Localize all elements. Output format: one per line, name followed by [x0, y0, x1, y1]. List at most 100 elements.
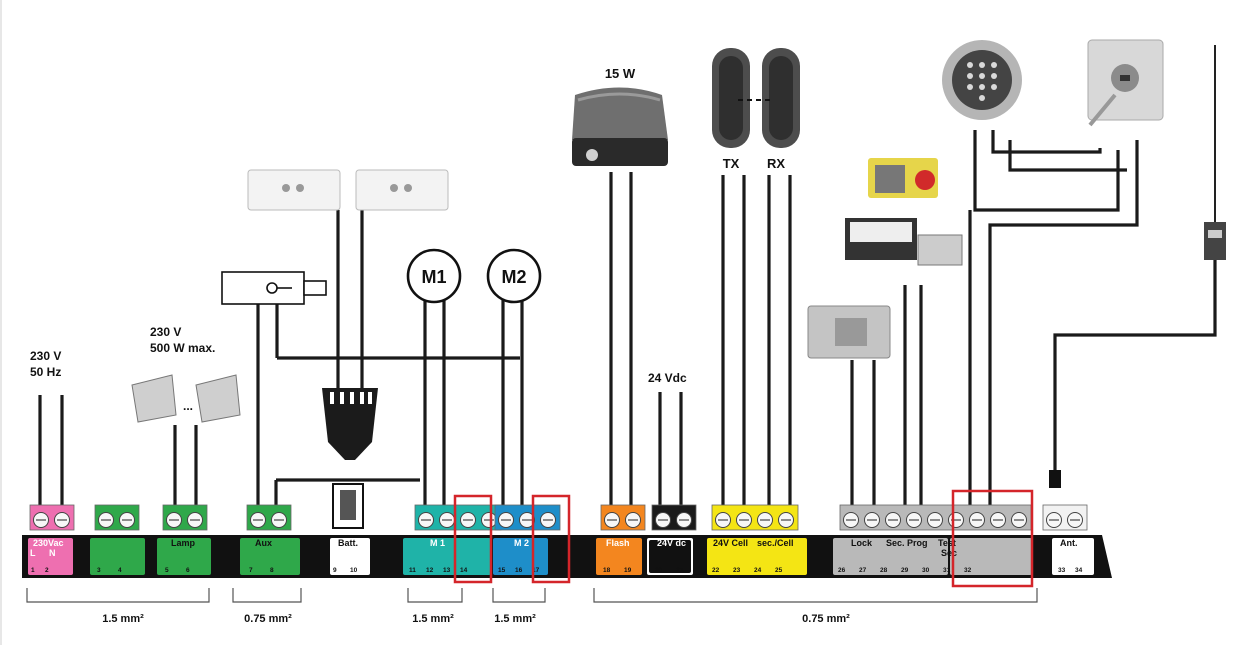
- terminal-number: 33: [1058, 567, 1066, 574]
- courtesy-light-icon: [247, 169, 449, 211]
- terminal-number: 19: [624, 567, 632, 574]
- terminal-number: 20: [655, 567, 663, 574]
- terminal-number: 10: [350, 567, 358, 574]
- mains-label-frequency: 50 Hz: [30, 365, 61, 379]
- terminal-label-panel: [90, 538, 145, 575]
- terminal-number: 34: [1075, 567, 1083, 574]
- mains-n-label: N: [49, 548, 56, 558]
- flash-lamp-icon: [572, 87, 668, 166]
- terminal-number: 21: [676, 567, 684, 574]
- flash-terminal-label: Flash: [606, 538, 630, 548]
- terminal-number: 32: [964, 567, 972, 574]
- terminal-number: 5: [165, 567, 169, 574]
- lamp-spec-power: 500 W max.: [150, 341, 215, 355]
- terminal-label-panel: [240, 538, 300, 575]
- highlight-keypad-inputs: [951, 489, 1034, 588]
- photocell-icon: [712, 48, 800, 148]
- terminal-number: 6: [186, 567, 190, 574]
- terminal-number: 12: [426, 567, 434, 574]
- terminal-number: 16: [515, 567, 523, 574]
- lamp-spec-voltage: 230 V: [150, 325, 181, 339]
- wires: [38, 130, 1217, 505]
- terminal-label-panel: [403, 538, 491, 575]
- lock-terminal-label: Lock: [851, 538, 873, 548]
- electric-lock-icon: [807, 305, 891, 359]
- aux-terminal-label: Aux: [255, 538, 272, 548]
- highlight-m2-common: [531, 494, 571, 584]
- terminal-number: 17: [532, 567, 540, 574]
- terminal-number: 2: [45, 567, 49, 574]
- key-selector-icon: [1087, 39, 1164, 127]
- m1-terminal-label: M 1: [430, 538, 445, 548]
- terminal-number: 25: [775, 567, 783, 574]
- terminal-label-panel: [707, 538, 807, 575]
- lamp-dots: ...: [183, 399, 193, 413]
- push-button-icon: [845, 158, 963, 266]
- terminal-number: 15: [498, 567, 506, 574]
- batt-terminal-label: Batt.: [338, 538, 358, 548]
- terminal-number: 14: [460, 567, 468, 574]
- cable-section-4: 1.5 mm²: [494, 613, 536, 625]
- terminal-number: 11: [409, 567, 416, 574]
- cable-section-5: 0.75 mm²: [802, 613, 850, 625]
- terminal-number: 4: [118, 567, 122, 574]
- spot-lamp-icon: [131, 374, 241, 423]
- terminal-number: 1: [31, 567, 35, 574]
- antenna-icon: [1049, 45, 1226, 488]
- terminal-label-panel: [596, 538, 642, 575]
- terminal-label-panel: [833, 538, 948, 575]
- m2-terminal-label: M 2: [514, 538, 529, 548]
- terminal-number: 22: [712, 567, 720, 574]
- terminal-label-panels: [28, 538, 1094, 575]
- terminal-number: 13: [443, 567, 451, 574]
- rx-label: RX: [767, 156, 785, 171]
- terminal-label-panel: [157, 538, 211, 575]
- terminal-number: 27: [859, 567, 867, 574]
- cable-section-1: 1.5 mm²: [102, 613, 144, 625]
- terminal-number: 23: [733, 567, 741, 574]
- cell-terminal-label: 24V Cell: [713, 538, 748, 548]
- cable-section-3: 1.5 mm²: [412, 613, 454, 625]
- cable-brackets: [26, 588, 1038, 603]
- lamp-terminal-label: Lamp: [171, 538, 196, 548]
- terminal-screws: [29, 504, 1088, 531]
- dc-terminal-label: 24V dc: [657, 538, 686, 548]
- terminal-number: 26: [838, 567, 846, 574]
- highlight-boxes: [453, 489, 1034, 588]
- test-terminal-label: Test: [938, 538, 956, 548]
- sec-prog-terminal-label: Sec. Prog: [886, 538, 928, 548]
- sec-cell-terminal-label: sec./Cell: [757, 538, 794, 548]
- terminal-number: 9: [333, 567, 337, 574]
- test-sec-terminal-label: Sec: [941, 548, 957, 558]
- cable-section-2: 0.75 mm²: [244, 613, 292, 625]
- terminal-label-panel: [1052, 538, 1094, 575]
- terminal-number: 30: [922, 567, 930, 574]
- terminal-label-panel: [950, 538, 1032, 575]
- tx-label: TX: [723, 156, 740, 171]
- m2-label: M2: [501, 267, 526, 287]
- m1-label: M1: [421, 267, 446, 287]
- battery-connector-icon: [322, 388, 378, 529]
- motor-icon: M1 M2: [406, 248, 542, 304]
- mains-terminal-label: 230Vac: [33, 538, 64, 548]
- mains-label-voltage: 230 V: [30, 349, 61, 363]
- terminal-number: 24: [754, 567, 762, 574]
- ant-terminal-label: Ant.: [1060, 538, 1078, 548]
- terminal-number: 8: [270, 567, 274, 574]
- terminal-number: 3: [97, 567, 101, 574]
- terminal-number: 31: [943, 567, 951, 574]
- flash-power-label: 15 W: [605, 66, 636, 81]
- mains-l-label: L: [30, 548, 36, 558]
- keypad-icon: [942, 40, 1022, 120]
- terminal-number: 7: [249, 567, 253, 574]
- terminal-number: 28: [880, 567, 888, 574]
- terminal-label-panel: [28, 538, 73, 575]
- electric-latch-icon: [221, 271, 327, 305]
- highlight-m1-common: [453, 494, 493, 584]
- terminal-number: 29: [901, 567, 909, 574]
- terminal-number: 18: [603, 567, 611, 574]
- dc-output-label: 24 Vdc: [648, 371, 687, 385]
- terminal-label-panel: [330, 538, 370, 575]
